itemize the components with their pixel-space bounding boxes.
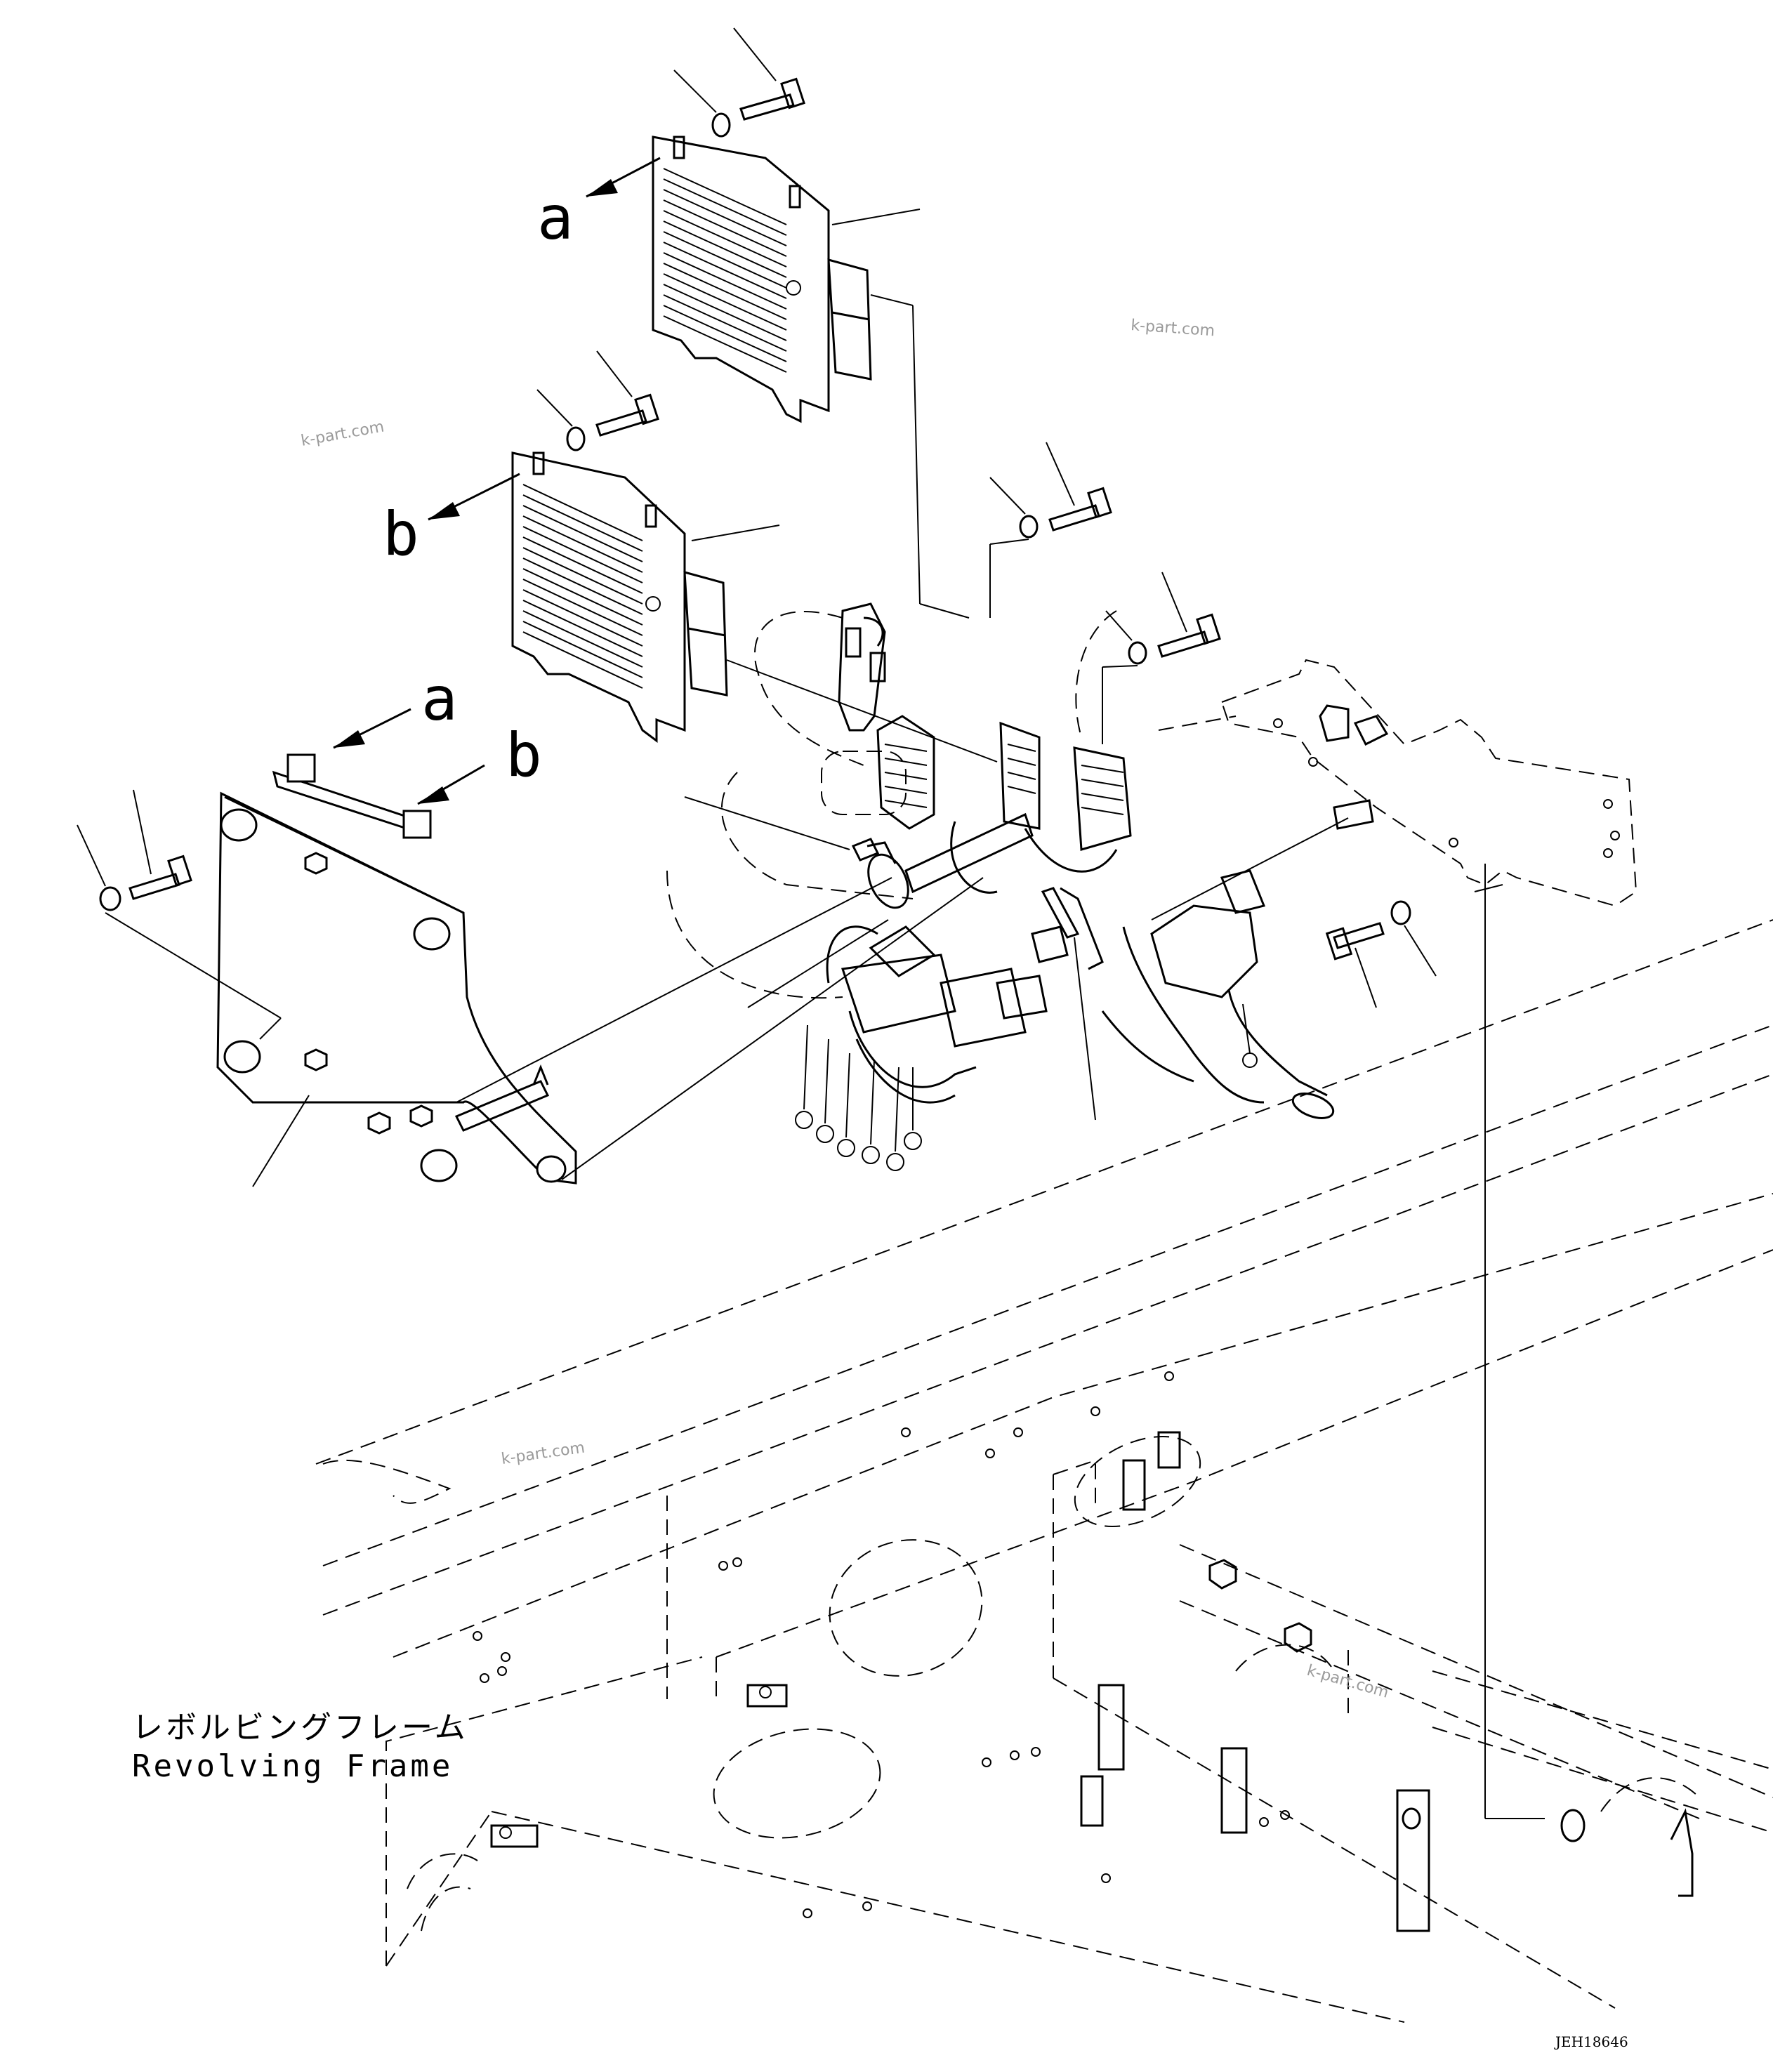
watermark: k-part.com [300,418,385,449]
callout-b-middle: b [383,473,520,569]
frame-nuts [490,1431,1694,1932]
side-bracket [1151,659,1637,920]
callout-label: b [506,720,542,791]
watermark: k-part.com [1131,317,1215,340]
connector-grid-1 [884,744,928,808]
revolving-frame [315,864,1773,2023]
mounting-plate [216,753,984,1187]
connector-grid-2 [1007,744,1124,815]
harness-bolt-upper [989,442,1112,618]
upper-washer [673,70,731,138]
upper-controller-fins [663,168,787,373]
lower-controller-fins [522,484,643,689]
ring-terminals [795,1024,922,1171]
frame-label-japanese: レボルビングフレーム [132,1710,468,1746]
callout-label: a [421,664,458,734]
harness-bolt-lower [1102,572,1221,744]
callout-b-bracket: b [417,720,542,805]
upper-bolt [733,27,805,121]
middle-bolt [595,350,659,437]
left-bolt [128,789,192,900]
callout-a-upper: a [537,157,661,253]
controller-upper [652,136,970,619]
callout-label: a [537,183,574,253]
watermark: k-part.com [500,1439,586,1468]
callout-label: b [383,499,419,569]
middle-washer [536,389,586,451]
frame-label: レボルビングフレーム Revolving Frame [132,1710,468,1784]
frame-label-english: Revolving Frame [132,1748,453,1784]
frame-holes [473,1371,1290,1918]
controller-lower [511,451,998,763]
callout-a-bracket: a [333,664,458,749]
left-washer [77,824,282,1040]
right-bolt [1325,900,1437,1008]
leader-lines [684,796,1096,1121]
wiring-harness [666,602,1335,1171]
watermark: k-part.com [1305,1662,1390,1702]
drawing-code: JEH18646 [1554,2033,1628,2050]
